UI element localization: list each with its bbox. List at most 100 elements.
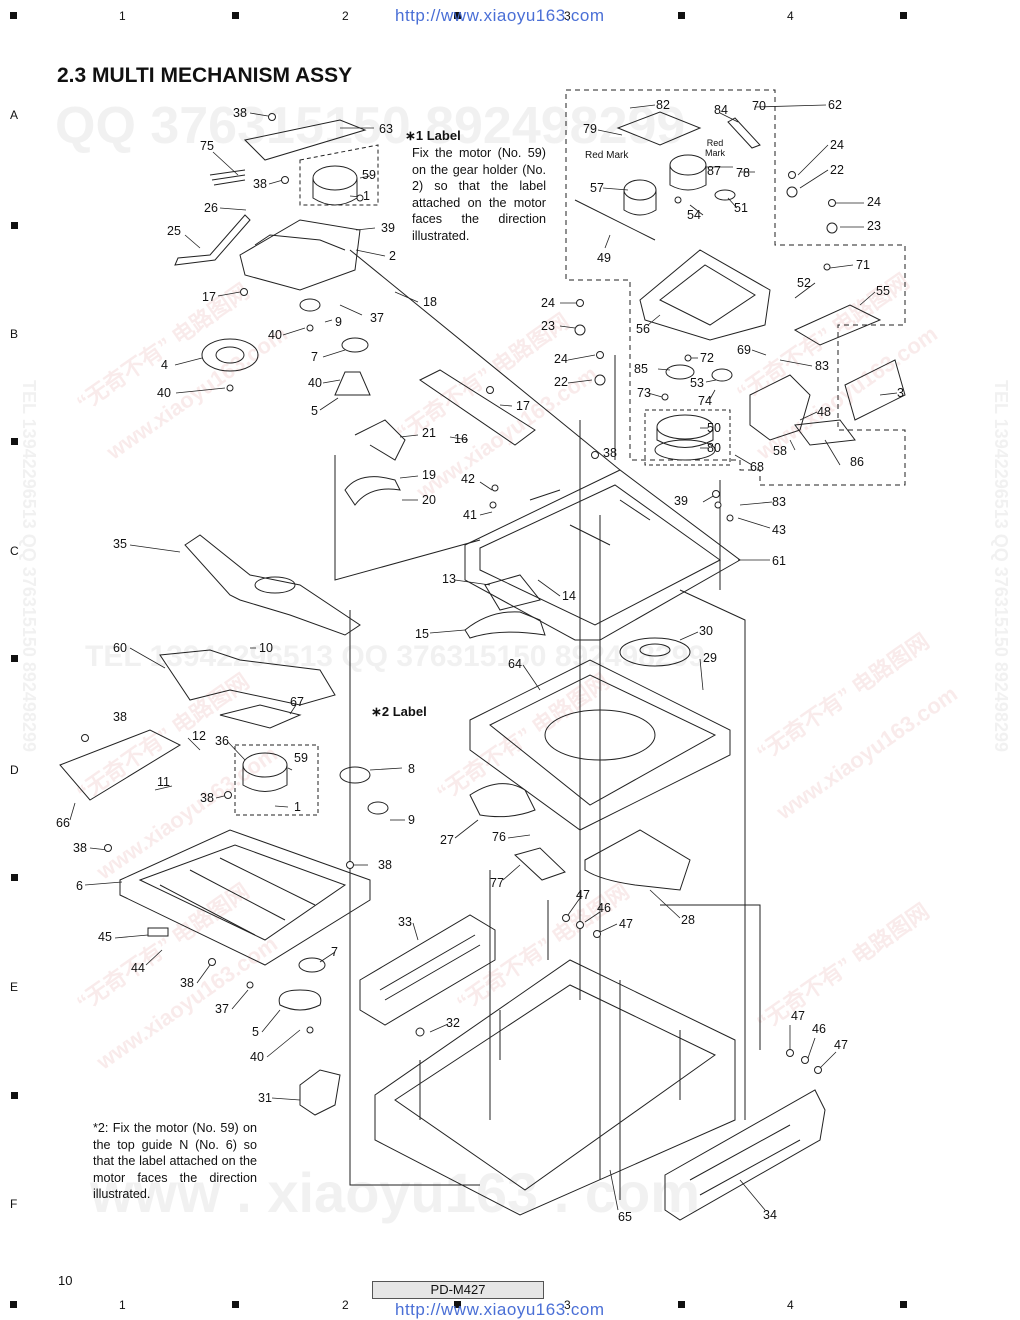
part-label: 35 bbox=[113, 537, 127, 551]
watermark-tel-center: TEL 13942296513 QQ 376315150 892498299 bbox=[85, 640, 705, 673]
guide-line bbox=[679, 589, 746, 1120]
ruler-marker bbox=[232, 12, 239, 19]
part-label: 86 bbox=[850, 455, 864, 469]
part-label: 23 bbox=[541, 319, 555, 333]
part-label: 72 bbox=[700, 351, 714, 365]
watermark-tel-side: TEL 13942296513 QQ 376315150 892498299 bbox=[991, 380, 1011, 752]
part-51-gear bbox=[714, 189, 736, 201]
part-9-gear-lower bbox=[367, 801, 389, 815]
part-label: 38 bbox=[113, 710, 127, 724]
ruler-marker bbox=[10, 12, 17, 19]
column-1-bottom: 1 bbox=[119, 1298, 126, 1312]
row-E: E bbox=[10, 980, 19, 994]
part-label: 66 bbox=[56, 816, 70, 830]
part-6-top-guide bbox=[119, 829, 371, 966]
part-label: 47 bbox=[834, 1038, 848, 1052]
column-1: 1 bbox=[119, 9, 126, 23]
part-label: 7 bbox=[311, 350, 318, 364]
guide-line bbox=[349, 249, 621, 471]
part-79-plate bbox=[616, 111, 702, 146]
part-label: 21 bbox=[422, 426, 436, 440]
part-label: 15 bbox=[415, 627, 429, 641]
part-label: 13 bbox=[442, 572, 456, 586]
part-7-gear bbox=[341, 337, 369, 353]
spindle-box bbox=[644, 409, 731, 466]
note-2-title: ∗2 Label bbox=[371, 704, 427, 719]
part-label: 14 bbox=[562, 589, 576, 603]
part-label: 51 bbox=[734, 201, 748, 215]
ruler-marker bbox=[11, 655, 18, 662]
label-box-1 bbox=[299, 144, 379, 206]
part-label: 36 bbox=[215, 734, 229, 748]
ruler-marker bbox=[454, 12, 461, 19]
part-label: 24 bbox=[541, 296, 555, 310]
part-60-plate bbox=[159, 649, 336, 706]
part-35-slider bbox=[184, 534, 361, 636]
part-label: 24 bbox=[830, 138, 844, 152]
part-87-motor bbox=[669, 154, 707, 176]
ruler-marker bbox=[11, 438, 18, 445]
part-label: 10 bbox=[259, 641, 273, 655]
part-5-belt bbox=[334, 371, 371, 396]
part-label: 37 bbox=[215, 1002, 229, 1016]
part-label: 22 bbox=[554, 375, 568, 389]
part-86-plate bbox=[794, 419, 856, 446]
part-7-gear-lower bbox=[298, 957, 326, 973]
part-75-cable bbox=[209, 169, 246, 186]
part-label: 16 bbox=[454, 432, 468, 446]
part-label: 59 bbox=[294, 751, 308, 765]
part-label: 8 bbox=[408, 762, 415, 776]
row-A: A bbox=[10, 108, 19, 122]
part-66-plate bbox=[59, 729, 182, 801]
part-label: 73 bbox=[637, 386, 651, 400]
part-label: 18 bbox=[423, 295, 437, 309]
part-label: 32 bbox=[446, 1016, 460, 1030]
part-label: 63 bbox=[379, 122, 393, 136]
part-label: 43 bbox=[772, 523, 786, 537]
column-3: 3 bbox=[564, 9, 571, 23]
source-url-top[interactable]: http://www.xiaoyu163.com bbox=[395, 6, 605, 25]
ruler-marker bbox=[454, 1301, 461, 1308]
part-label: 85 bbox=[634, 362, 648, 376]
part-label: 3 bbox=[897, 386, 904, 400]
part-label: 23 bbox=[867, 219, 881, 233]
part-28 bbox=[584, 829, 691, 891]
part-label: 54 bbox=[687, 208, 701, 222]
row-C: C bbox=[10, 544, 19, 558]
part-label: 67 bbox=[290, 695, 304, 709]
watermark-qq: QQ 376315150 892498299 bbox=[55, 97, 686, 155]
part-label: 6 bbox=[76, 879, 83, 893]
row-B: B bbox=[10, 327, 19, 341]
part-67-plate bbox=[219, 704, 302, 729]
part-label: 38 bbox=[378, 858, 392, 872]
part-50-motor bbox=[656, 414, 714, 440]
part-label: 79 bbox=[583, 122, 597, 136]
part-65-frame bbox=[374, 959, 736, 1216]
part-2-gear-holder bbox=[239, 219, 361, 291]
part-label: 24 bbox=[554, 352, 568, 366]
model-label: PD-M427 bbox=[372, 1281, 544, 1299]
part-label: 41 bbox=[463, 508, 477, 522]
part-label: 11 bbox=[157, 775, 170, 789]
part-5-belt-lower bbox=[278, 989, 322, 1011]
part-label: 40 bbox=[308, 376, 322, 390]
ruler-marker bbox=[10, 1301, 17, 1308]
part-77 bbox=[514, 847, 566, 881]
part-4-gear bbox=[201, 338, 259, 372]
page-title: 2.3 MULTI MECHANISM ASSY bbox=[57, 64, 353, 87]
part-label: 74 bbox=[698, 394, 712, 408]
page-number: 10 bbox=[58, 1273, 73, 1288]
source-url-bottom[interactable]: http://www.xiaoyu163.com bbox=[395, 1300, 605, 1319]
part-label: 84 bbox=[714, 103, 728, 117]
part-59-motor bbox=[312, 165, 358, 191]
part-63-plate bbox=[243, 119, 367, 161]
part-label: 1 bbox=[363, 189, 370, 203]
part-label: 50 bbox=[707, 421, 721, 435]
part-label: 17 bbox=[516, 399, 530, 413]
part-label: 30 bbox=[699, 624, 713, 638]
part-57-motor bbox=[623, 179, 657, 201]
part-19-lever bbox=[344, 476, 401, 506]
part-3-cable bbox=[844, 359, 906, 421]
guide-line bbox=[349, 610, 480, 1186]
